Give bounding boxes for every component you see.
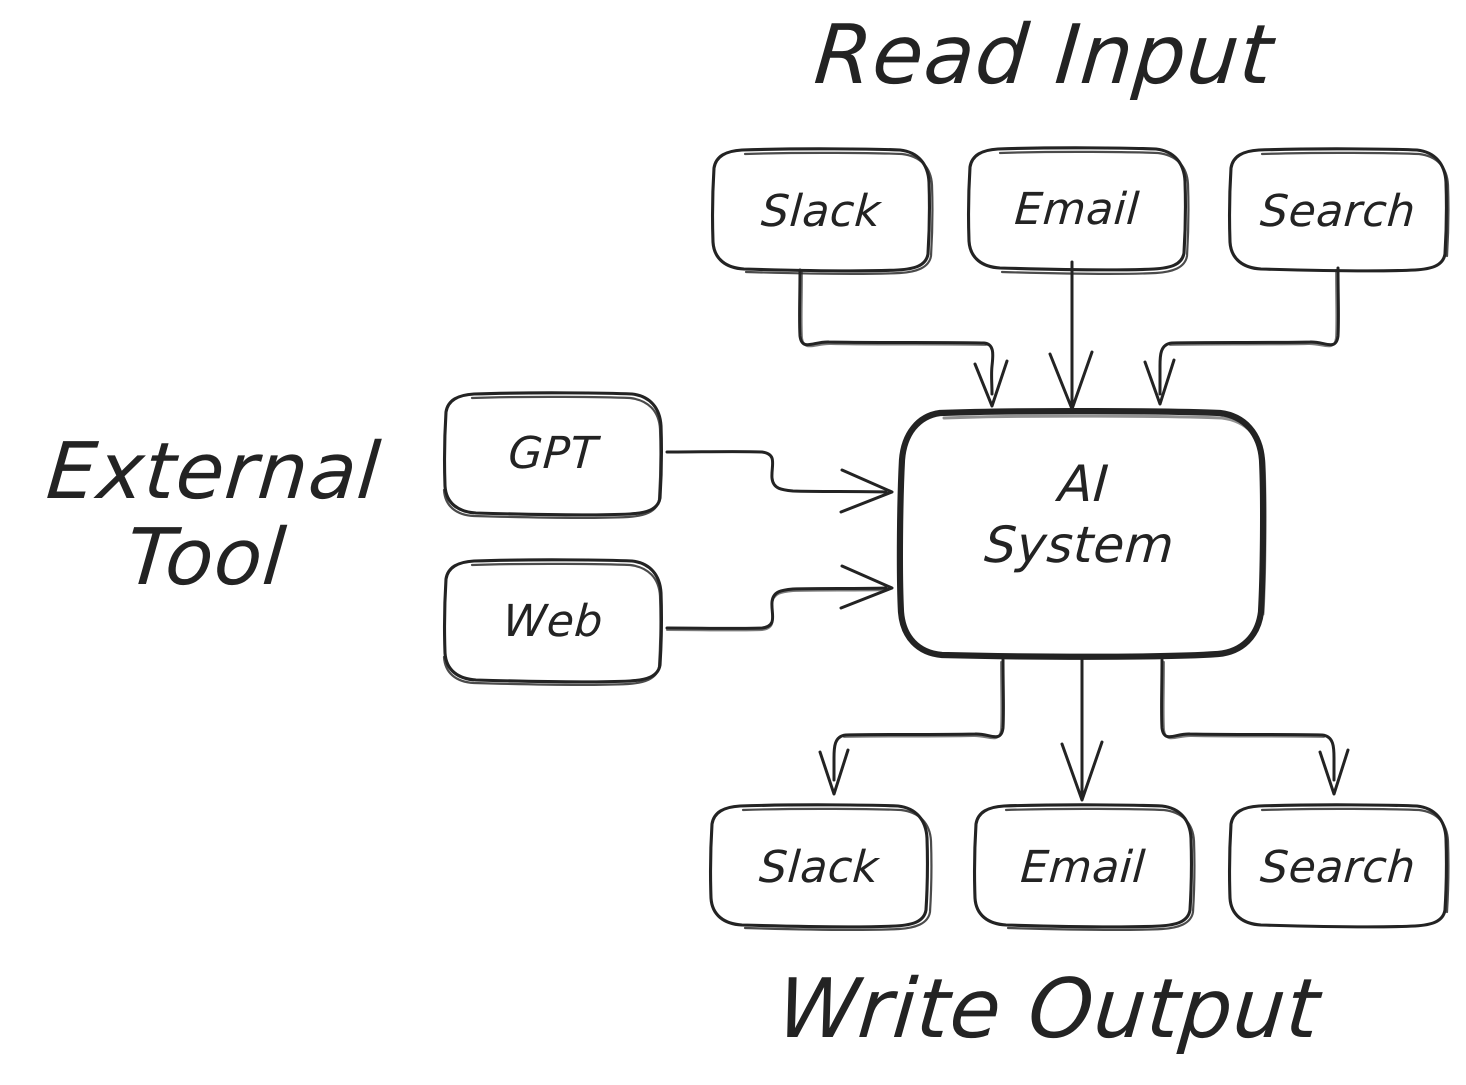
node-box-input-slack[interactable] <box>711 147 934 275</box>
node-box-gpt[interactable] <box>442 391 663 519</box>
node-box-output-search[interactable] <box>1228 803 1450 929</box>
label-output-email: Email <box>1018 842 1148 893</box>
node-box-web[interactable] <box>442 558 663 686</box>
heading-external-tool: External Tool <box>2 427 417 603</box>
label-output-slack: Slack <box>757 842 881 893</box>
heading-external-tool-line1: External <box>43 427 385 517</box>
arrow-web-in <box>665 564 894 632</box>
arrow-search-out <box>1160 658 1350 796</box>
node-box-output-email[interactable] <box>973 803 1196 931</box>
heading-read-input: Read Input <box>810 8 1278 103</box>
label-input-email: Email <box>1012 184 1142 235</box>
node-box-input-search[interactable] <box>1228 147 1450 273</box>
label-input-search: Search <box>1258 186 1418 237</box>
label-ai-system-line1: AI <box>1056 455 1111 513</box>
label-input-slack: Slack <box>759 186 883 237</box>
label-web: Web <box>501 596 605 647</box>
label-gpt: GPT <box>506 428 600 479</box>
label-output-search: Search <box>1258 842 1418 893</box>
heading-write-output: Write Output <box>773 962 1324 1057</box>
label-ai-system: AI System <box>897 454 1267 576</box>
arrow-gpt-in <box>665 450 894 514</box>
arrow-slack-out <box>818 658 1005 796</box>
heading-external-tool-line2: Tool <box>122 512 290 603</box>
label-ai-system-line2: System <box>982 516 1177 574</box>
arrow-search-in <box>1143 266 1340 406</box>
node-box-input-email[interactable] <box>967 146 1190 275</box>
arrow-slack-in <box>798 268 1009 408</box>
node-box-ai-system[interactable] <box>896 408 1267 660</box>
arrow-email-out <box>1060 658 1104 802</box>
node-box-output-slack[interactable] <box>709 803 933 931</box>
